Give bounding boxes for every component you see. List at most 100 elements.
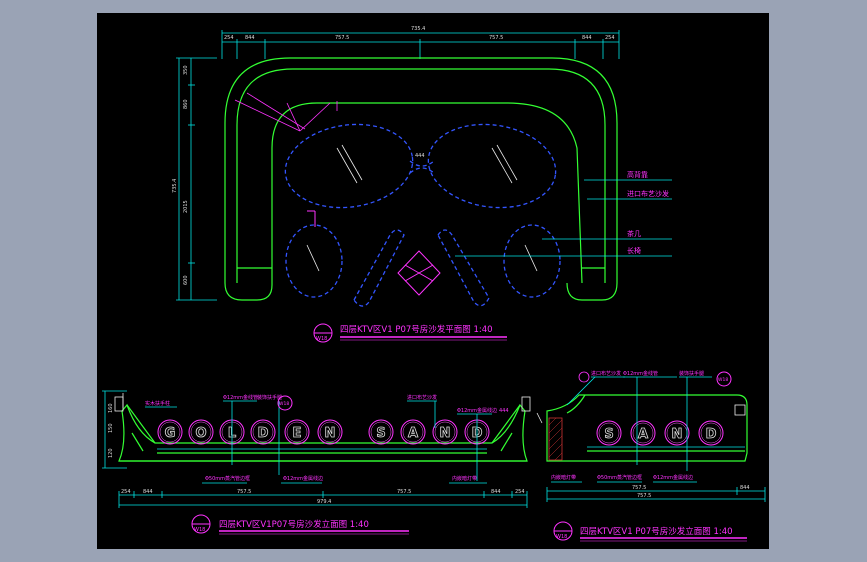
- elev1-title-block: W18 四层KTV区V1P07号房沙发立面图 1:40: [191, 514, 409, 535]
- plan-badge: W18: [316, 336, 327, 342]
- plan-left-dim-3: 600: [183, 275, 189, 285]
- elev1-letter-circle: [317, 419, 343, 445]
- elev2-title-block: W18 四层KTV区V1 P07号房沙发立面图 1:40: [553, 521, 747, 542]
- elev1-letter-ring: [402, 421, 424, 443]
- elev2-label-leg: 装饰扶手腿: [679, 370, 704, 377]
- elev1-dim-1: 844: [143, 489, 153, 495]
- elev2-label-light: 内嵌暗灯带: [551, 474, 576, 481]
- elev2-label-metal-line: Φ12mm金属线边: [653, 474, 693, 481]
- elev1-left-dim-0: 160: [108, 403, 114, 413]
- elev2-callout: W18: [718, 377, 728, 383]
- elev1-letter: N: [325, 426, 336, 441]
- elev1-letter: G: [165, 426, 176, 441]
- sofa-seat-outline: [224, 102, 583, 301]
- plan-title: 四层KTV区V1 P07号房沙发平面图 1:40: [340, 324, 493, 335]
- elev2-letter: N: [672, 427, 683, 442]
- plan-dim-3: 757.5: [489, 35, 503, 41]
- plan-label-high-back: 高背靠: [627, 170, 648, 179]
- sofa-back-outline: [224, 57, 618, 301]
- elev1-letter-ring: [370, 421, 392, 443]
- elev1-letter: E: [293, 426, 302, 441]
- elev1-letter-ring: [286, 421, 308, 443]
- elev2-letter-circle: [630, 420, 656, 446]
- elev2-letter-circle: [698, 420, 724, 446]
- stool-right: [503, 224, 561, 298]
- plan-dim-2: 757.5: [335, 35, 349, 41]
- elev2-overall-dim: 757.5: [637, 493, 651, 499]
- elev2-label-pipe: Φ12mm金线管: [623, 370, 658, 377]
- bench-left: [353, 229, 405, 307]
- plan-left-dim-2: 2015: [183, 200, 189, 213]
- elev2-gap-marker: 444: [499, 408, 509, 414]
- plan-dim-4: 844: [582, 35, 592, 41]
- elev2-letter-ring: [598, 422, 620, 444]
- elev1-dim-0: 254: [121, 489, 131, 495]
- cad-drawing-svg: 735.4 254 844 757.5 757.5 844 254 350 86…: [102, 26, 766, 542]
- elev1-label-leg: 装饰扶手腿: [257, 394, 282, 401]
- elev1-label-metal-line: Φ12mm金属线边: [283, 475, 323, 482]
- elev2-armrest: [734, 404, 746, 416]
- elev1-label-metal-edge: Φ12mm金属线边: [457, 407, 497, 414]
- elev1-letter-circle: [400, 419, 426, 445]
- elev1-label-steam: Φ50mm蒸汽管边框: [205, 475, 250, 482]
- elev1-letter: S: [376, 426, 385, 441]
- elev1-letter-circle: [432, 419, 458, 445]
- elev1-dim-4: 844: [491, 489, 501, 495]
- elev1-letter: O: [195, 426, 206, 441]
- elev2-letter: S: [604, 427, 613, 442]
- center-emblem: [397, 250, 441, 296]
- elev2-label-steam: Φ50mm蒸汽管边框: [597, 474, 642, 481]
- plan-overall-dim: 735.4: [411, 26, 425, 32]
- elev1-armrest-left: [114, 396, 124, 412]
- elev1-label-fabric: 进口布艺沙发: [407, 394, 437, 401]
- elev1-label-pipe: Φ12mm金线管: [223, 394, 258, 401]
- elev1-letter-ring: [434, 421, 456, 443]
- plan-view: 735.4 254 844 757.5 757.5 844 254 350 86…: [172, 26, 672, 343]
- elev2-section-cut: [548, 417, 563, 461]
- table-right: [427, 123, 557, 209]
- elev2-letter-ring: [632, 422, 654, 444]
- elev2-letter-circle: [664, 420, 690, 446]
- elev1-letter-ring: [252, 421, 274, 443]
- elev2-letter: D: [706, 427, 717, 442]
- elev1-letter-circle: [157, 419, 183, 445]
- elev1-left-dim-1: 150: [108, 423, 114, 433]
- plan-label-coffee-table: 茶几: [627, 229, 641, 238]
- elev1-letter-ring: [190, 421, 212, 443]
- plan-label-fabric-sofa: 进口布艺沙发: [627, 189, 669, 198]
- elev1-callout: W18: [279, 401, 289, 407]
- elev2-sofa-body: [546, 394, 748, 462]
- elev1-overall-dim: 979.4: [317, 499, 331, 505]
- elev1-letter-circle: [284, 419, 310, 445]
- plan-dim-5: 254: [605, 35, 615, 41]
- plan-left-dim-0: 350: [183, 65, 189, 75]
- elev1-label-light: 内嵌暗灯带: [452, 475, 477, 482]
- elev2-letter: A: [638, 427, 648, 442]
- elev1-letter: D: [258, 426, 269, 441]
- elev1-letter: A: [408, 426, 418, 441]
- elev1-dim-2: 757.5: [237, 489, 251, 495]
- sofa-inner-line: [236, 68, 606, 283]
- plan-title-block: W18 四层KTV区V1 P07号房沙发平面图 1:40: [313, 323, 507, 343]
- elev2-letter-circle: [596, 420, 622, 446]
- elev1-badge: W18: [194, 527, 205, 533]
- elev1-letter-circle: [188, 419, 214, 445]
- plan-gap-dim: 444: [415, 153, 425, 159]
- elev1-armrest-right: [521, 396, 531, 412]
- elev1-letter-circle: [250, 419, 276, 445]
- elev1-letter-ring: [319, 421, 341, 443]
- elev2-badge: W18: [556, 534, 567, 540]
- plan-label-bench: 长椅: [627, 246, 641, 255]
- elev2-title: 四层KTV区V1 P07号房沙发立面图 1:40: [580, 526, 733, 537]
- plan-left-dim-1: 860: [183, 99, 189, 109]
- elev1-dim-5: 254: [515, 489, 525, 495]
- elev1-letter-circle: [368, 419, 394, 445]
- stool-left: [285, 224, 343, 298]
- elev2-letter-ring: [700, 422, 722, 444]
- cad-drawing-canvas: 735.4 254 844 757.5 757.5 844 254 350 86…: [97, 13, 769, 549]
- bench-right: [437, 229, 490, 307]
